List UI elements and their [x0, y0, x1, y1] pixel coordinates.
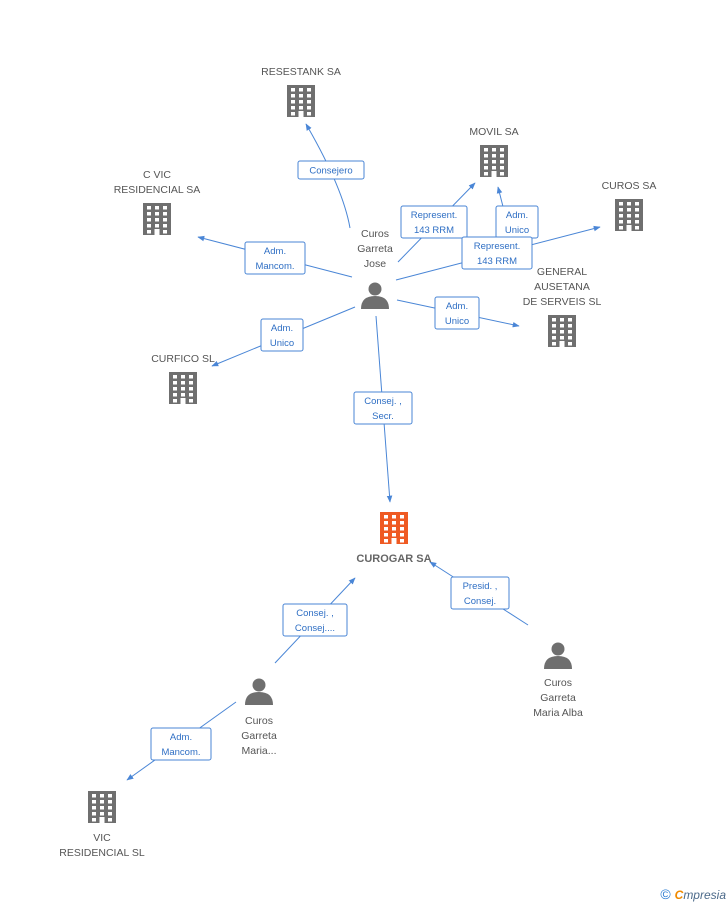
node-movil[interactable]: MOVIL SA — [469, 126, 519, 177]
node-label: Curos — [245, 715, 273, 727]
edge-label-text: Unico — [445, 316, 469, 327]
edge-label[interactable]: Presid. , Consej. — [450, 576, 510, 610]
edge-label-text: Consej. , — [364, 396, 402, 407]
empresia-logo[interactable]: ©Cmpresia — [660, 886, 726, 902]
edge-label-text: Mancom. — [255, 261, 294, 272]
building-icon[interactable] — [88, 791, 116, 823]
edge-label-box — [450, 576, 510, 610]
edge-label-text: Unico — [270, 338, 294, 349]
edge-label[interactable]: Adm. Unico — [495, 205, 539, 239]
person-icon[interactable] — [361, 282, 389, 310]
node-maria[interactable]: CurosGarretaMaria... — [241, 678, 277, 758]
edge-label-text: Presid. , — [463, 581, 498, 592]
edge-label-text: Adm. — [271, 323, 293, 334]
edge-label-text: 143 RRM — [477, 256, 517, 267]
edge-label-text: Consej. , — [296, 608, 334, 619]
node-label: CUROS SA — [602, 180, 657, 192]
node-label: Garreta — [357, 243, 393, 255]
node-label: Garreta — [540, 692, 576, 704]
edge-label[interactable]: Adm. Mancom. — [244, 241, 306, 275]
building-icon[interactable] — [615, 199, 643, 231]
edge-label-box — [282, 603, 348, 637]
edge-label-text: Consejero — [309, 166, 352, 177]
node-curossa[interactable]: CUROS SA — [602, 180, 657, 231]
building-icon[interactable] — [548, 315, 576, 347]
node-curfico[interactable]: CURFICO SL — [151, 353, 215, 404]
edge-label[interactable]: Consej. , Consej.... — [282, 603, 348, 637]
node-general[interactable]: GENERAL AUSETANA DE SERVEIS SL — [523, 266, 602, 347]
building-icon[interactable] — [480, 145, 508, 177]
edge-label-text: 143 RRM — [414, 225, 454, 236]
node-label: RESESTANK SA — [261, 66, 341, 78]
edge-label-text: Adm. — [264, 246, 286, 257]
edge-label-box — [353, 391, 413, 425]
node-label: VIC — [93, 832, 111, 844]
edge-label[interactable]: Represent. 143 RRM — [461, 236, 533, 270]
building-icon[interactable] — [287, 85, 315, 117]
edge-label[interactable]: Consejero — [297, 160, 365, 180]
node-label: RESIDENCIAL SL — [59, 847, 145, 859]
node-label: CUROGAR SA — [356, 553, 431, 565]
edge-label-text: Represent. — [474, 241, 520, 252]
edge-label-box — [461, 236, 533, 270]
node-label: DE SERVEIS SL — [523, 296, 602, 308]
edge-label[interactable]: Adm. Mancom. — [150, 727, 212, 761]
node-vic[interactable]: VIC RESIDENCIAL SL — [59, 791, 145, 859]
node-cvic[interactable]: C VIC RESIDENCIAL SA — [114, 169, 201, 235]
person-icon[interactable] — [245, 678, 273, 706]
node-resestank[interactable]: RESESTANK SA — [261, 66, 341, 117]
node-label: Maria Alba — [533, 707, 583, 719]
node-curogar[interactable]: CUROGAR SA — [356, 512, 432, 565]
node-label: Jose — [364, 258, 386, 270]
building-icon[interactable] — [143, 203, 171, 235]
edge-label-text: Consej. — [464, 596, 496, 607]
edge-jose-resestank — [305, 123, 351, 229]
edge-label-text: Adm. — [506, 210, 528, 221]
edge-label[interactable]: Consej. , Secr. — [353, 391, 413, 425]
edge-label-box — [244, 241, 306, 275]
building-icon[interactable] — [380, 512, 408, 544]
node-label: C VIC — [143, 169, 171, 181]
person-icon[interactable] — [544, 642, 572, 670]
edge-label-text: Consej.... — [295, 623, 335, 634]
node-label: Curos — [361, 228, 389, 240]
edge-label-text: Adm. — [170, 732, 192, 743]
edge-label-box — [434, 296, 480, 330]
node-label: Garreta — [241, 730, 277, 742]
edge-label[interactable]: Adm. Unico — [260, 318, 304, 352]
copyright-icon: © — [660, 886, 671, 902]
edge-label-box — [150, 727, 212, 761]
edge-label-box — [297, 160, 365, 180]
building-icon[interactable] — [169, 372, 197, 404]
node-label: Maria... — [241, 745, 276, 757]
edge-label-box — [260, 318, 304, 352]
node-label: CURFICO SL — [151, 353, 215, 365]
edge-label-text: Secr. — [372, 411, 394, 422]
node-label: AUSETANA — [534, 281, 590, 293]
edge-label-text: Mancom. — [161, 747, 200, 758]
edge-label-text: Adm. — [446, 301, 468, 312]
node-label: MOVIL SA — [469, 126, 518, 138]
node-label: Curos — [544, 677, 572, 689]
edge-label[interactable]: Adm. Unico — [434, 296, 480, 330]
edge-label-box — [400, 205, 468, 239]
edge-label-text: Unico — [505, 225, 529, 236]
edge-label-text: Represent. — [411, 210, 457, 221]
node-label: GENERAL — [537, 266, 587, 278]
node-label: RESIDENCIAL SA — [114, 184, 201, 196]
edge-label[interactable]: Represent. 143 RRM — [400, 205, 468, 239]
